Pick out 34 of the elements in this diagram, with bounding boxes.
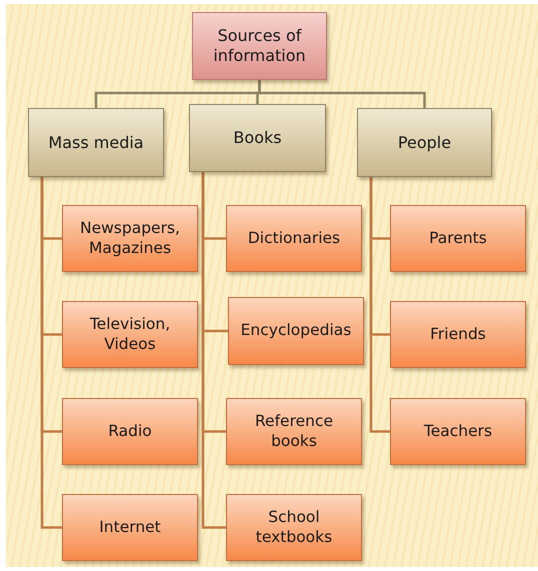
category-box — [189, 104, 326, 172]
node-label: People — [396, 132, 452, 152]
root-box — [192, 12, 327, 80]
item-box — [62, 398, 198, 465]
connector-line — [40, 177, 62, 529]
category-box — [357, 108, 492, 177]
node-label: Internet — [98, 518, 162, 538]
node-label: Dictionaries — [246, 228, 342, 248]
item-box — [62, 205, 198, 272]
item-box — [390, 301, 526, 368]
node-label: Radio — [107, 422, 153, 442]
node-label: Teachers — [422, 422, 494, 442]
item-box — [62, 494, 198, 561]
node-label: Sources of information — [212, 26, 307, 66]
node-label: Television, Videos — [88, 315, 172, 354]
connector-line — [258, 80, 426, 108]
item-box — [226, 205, 362, 272]
node-label: Parents — [428, 228, 488, 248]
node-label: Encyclopedias — [240, 321, 352, 341]
node-label: Mass media — [47, 132, 145, 152]
node-label: School textbooks — [254, 508, 334, 547]
node-label: Friends — [429, 324, 487, 344]
item-box — [390, 398, 526, 465]
node-label: Books — [232, 128, 283, 148]
node-label: Newspapers, Magazines — [79, 219, 181, 258]
connector-line — [370, 177, 390, 433]
category-box — [28, 108, 164, 177]
item-box — [390, 205, 526, 272]
item-box — [62, 301, 198, 368]
item-box — [228, 297, 364, 365]
node-label: Reference books — [254, 412, 334, 451]
connector-line — [202, 172, 226, 529]
item-box — [226, 494, 362, 561]
item-box — [226, 398, 362, 465]
